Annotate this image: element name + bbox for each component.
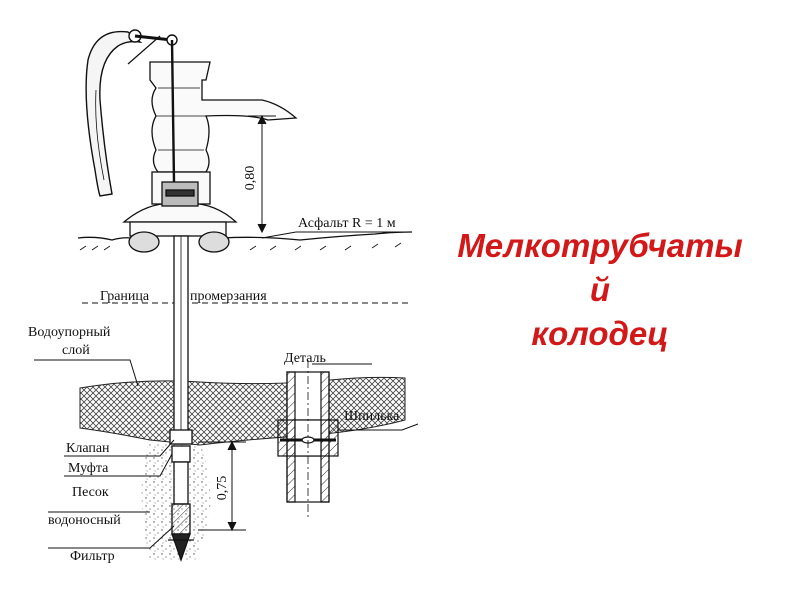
aquitard-label-line1: Водоупорный xyxy=(28,325,111,340)
pump-body xyxy=(122,39,298,253)
asphalt-label: Асфальт R = 1 м xyxy=(298,216,396,231)
freeze-label-right: промерзания xyxy=(190,289,267,304)
ground-surface xyxy=(77,231,413,251)
freeze-label-left: Граница xyxy=(100,289,150,304)
slide-title-line2: й xyxy=(589,271,611,308)
coupling-label: Муфта xyxy=(68,461,109,476)
dimension-spout xyxy=(248,114,276,234)
detail-label: Деталь xyxy=(284,351,326,366)
slide-title-line1: Мелкотрубчаты xyxy=(457,227,743,264)
pipe-detail xyxy=(277,360,339,520)
pin-label: Шпилька xyxy=(344,409,400,424)
sand-label-line1: Песок xyxy=(72,485,109,500)
aquitard-label-line2: слой xyxy=(62,343,90,358)
dimension-filter xyxy=(198,440,246,532)
well-pipe xyxy=(168,235,194,562)
slide-title-line3: колодец xyxy=(531,315,669,352)
leader-lines xyxy=(34,231,419,549)
slide-title: Мелкотрубчаты й колодец xyxy=(430,224,770,356)
sand-label-line2: водоносный xyxy=(48,513,121,528)
dim-label-filter: 0,75 xyxy=(215,476,230,501)
filter-label: Фильтр xyxy=(70,549,115,564)
valve-label: Клапан xyxy=(66,441,110,456)
pump-handle xyxy=(85,29,178,197)
dim-label-spout: 0,80 xyxy=(243,166,258,191)
